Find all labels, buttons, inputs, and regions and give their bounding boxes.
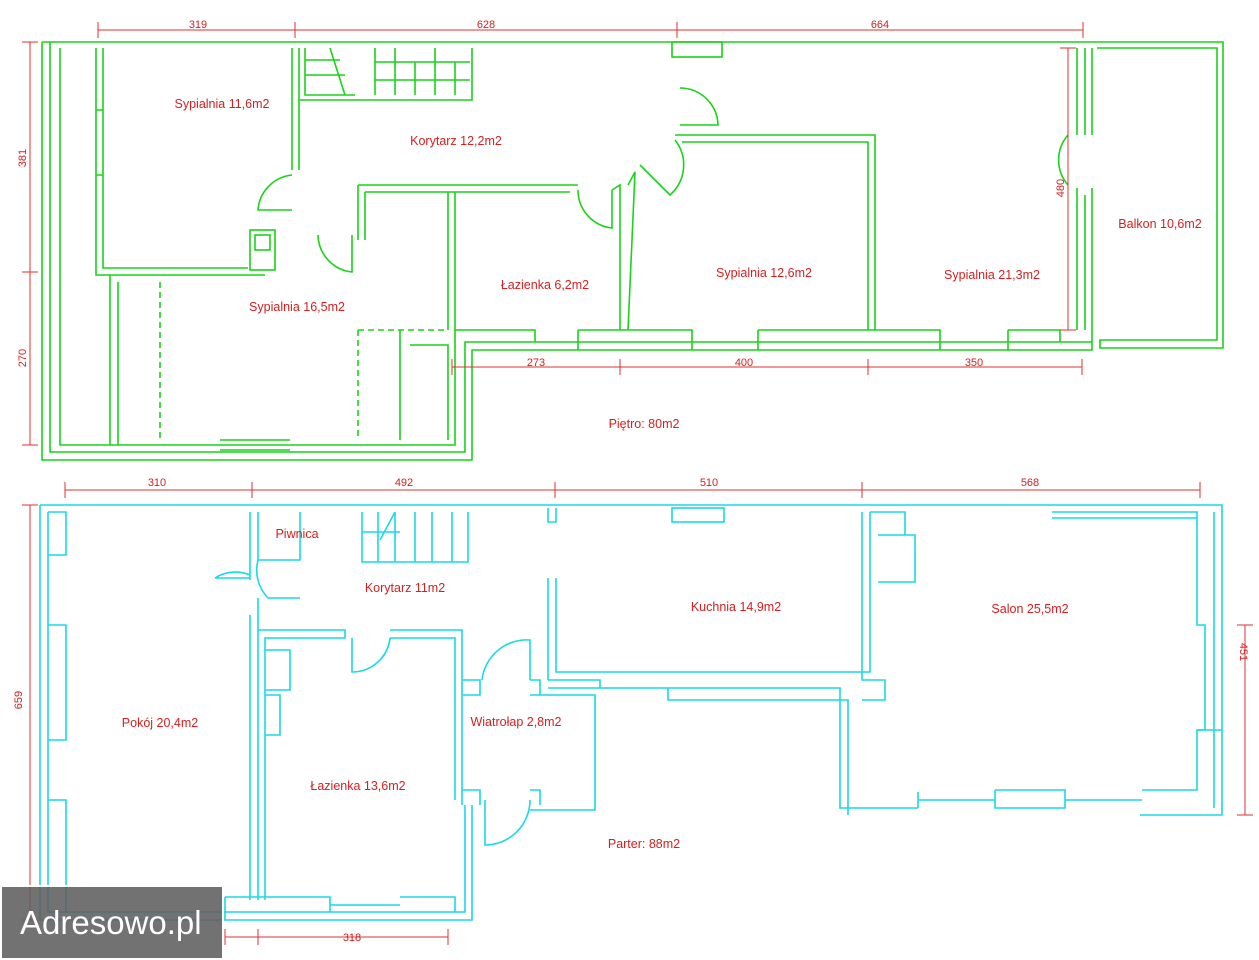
- upper-floor-plan: [41, 41, 1224, 461]
- dim-ground-bottom: 318: [343, 932, 361, 944]
- ground-wall-kitchen: [547, 512, 918, 815]
- upper-chimney: [249, 229, 276, 271]
- room-sypialnia-16-5: Sypialnia 16,5m2: [249, 300, 345, 314]
- dim-ground-right: 451: [1237, 643, 1249, 661]
- upper-wall-bedroom-a: [95, 48, 265, 276]
- ground-floor-title: Parter: 88m2: [608, 837, 680, 851]
- ground-door-arc-2: [351, 637, 391, 673]
- upper-inner-wall-left: [59, 48, 456, 446]
- ground-windows-salon: [917, 729, 1222, 809]
- watermark-logo: Adresowo.pl: [0, 885, 224, 960]
- upper-door-arc-2: [317, 234, 353, 273]
- upper-dashed-partition: [159, 282, 448, 440]
- room-sypialnia-11-6: Sypialnia 11,6m2: [175, 97, 270, 111]
- upper-door-arc-3: [577, 189, 613, 229]
- upper-window-bottom: [220, 439, 290, 451]
- room-kuchnia-14-9: Kuchnia 14,9m2: [691, 600, 781, 614]
- room-korytarz-12-2: Korytarz 12,2m2: [410, 134, 502, 148]
- room-pokoj-20-4: Pokój 20,4m2: [122, 716, 198, 730]
- dim-upper-inner-2: 400: [735, 357, 753, 369]
- ground-wall-salon: [870, 511, 1206, 731]
- upper-ventilation-box: [671, 41, 723, 58]
- room-korytarz-11: Korytarz 11m2: [365, 581, 445, 595]
- upper-dimension-lines: [22, 22, 1084, 446]
- ground-wall-piwnica: [249, 512, 301, 900]
- dim-upper-left-2: 270: [17, 349, 29, 367]
- upper-door-arc-4: [679, 87, 719, 126]
- room-sypialnia-21-3: Sypialnia 21,3m2: [944, 268, 1040, 282]
- upper-door-arc-5: [639, 139, 685, 197]
- dim-ground-top-2: 492: [395, 477, 413, 489]
- upper-wall-stair: [291, 48, 473, 170]
- ground-wall-wiatrolap: [462, 679, 601, 811]
- room-lazienka-13-6: Łazienka 13,6m2: [310, 779, 405, 793]
- ground-small-pillar: [547, 508, 557, 523]
- room-sypialnia-12-6: Sypialnia 12,6m2: [716, 266, 812, 280]
- dim-ground-top-1: 310: [148, 477, 166, 489]
- upper-wall-lower-left: [109, 275, 449, 445]
- upper-floor-title: Piętro: 80m2: [609, 417, 680, 431]
- upper-wall-bathroom: [357, 184, 578, 342]
- ground-door-arc-1: [214, 559, 300, 599]
- dim-upper-inner-3: 350: [965, 357, 983, 369]
- upper-windows-row: [577, 329, 1061, 350]
- ground-stairs: [361, 511, 469, 563]
- dim-ground-top-3: 510: [700, 477, 718, 489]
- dim-ground-top-4: 568: [1021, 477, 1039, 489]
- upper-wall-bedroom-c: [611, 134, 876, 331]
- ground-windows-left: [48, 511, 67, 912]
- room-lazienka-6-2: Łazienka 6,2m2: [501, 278, 589, 292]
- dim-upper-top-2: 628: [477, 19, 495, 31]
- room-salon-25-5: Salon 25,5m2: [991, 602, 1068, 616]
- room-piwnica: Piwnica: [275, 527, 318, 541]
- dim-upper-balcony: 480: [1055, 179, 1067, 197]
- dim-upper-inner-1: 273: [527, 357, 545, 369]
- dim-ground-left: 659: [13, 691, 25, 709]
- ground-door-arc-4: [484, 799, 531, 846]
- upper-vent: [254, 234, 271, 251]
- dim-upper-top-1: 319: [189, 19, 207, 31]
- ground-door-arc-3: [481, 639, 531, 681]
- room-wiatrolap-2-8: Wiatrołap 2,8m2: [470, 715, 561, 729]
- upper-door-arc-1: [257, 174, 293, 211]
- ground-dimension-lines: [22, 482, 1253, 945]
- upper-stairs: [304, 47, 470, 96]
- room-balkon: Balkon 10,6m2: [1118, 217, 1201, 231]
- upper-door-arc-6: [1057, 134, 1069, 186]
- dim-upper-top-3: 664: [871, 19, 889, 31]
- ground-outer-wall: [39, 504, 1223, 921]
- dim-upper-left-1: 381: [17, 149, 29, 167]
- upper-outer-wall: [41, 41, 1224, 461]
- ground-wall-bathroom: [258, 629, 463, 900]
- ground-ventilation-box: [671, 507, 725, 523]
- ground-floor-plan: [39, 504, 1223, 921]
- ground-window-bottom: [224, 896, 456, 920]
- upper-wall-balcony: [1076, 48, 1093, 342]
